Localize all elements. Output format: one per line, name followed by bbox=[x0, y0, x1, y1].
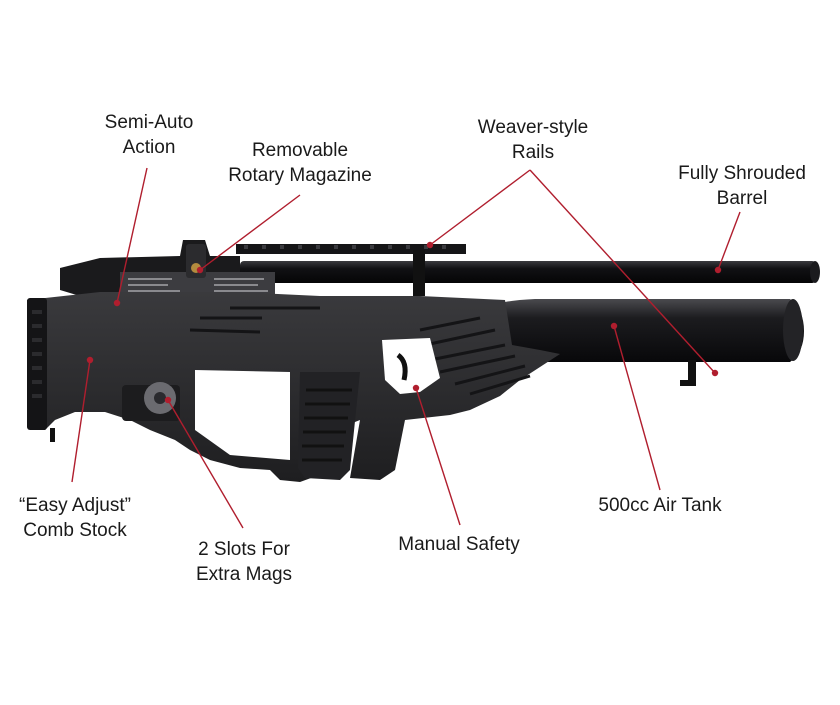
rail-notches bbox=[244, 245, 446, 249]
stock-body bbox=[27, 292, 560, 482]
callout-line-magazine bbox=[199, 194, 301, 271]
label-line: 2 Slots For bbox=[198, 539, 290, 560]
callout-line-semi-auto bbox=[116, 167, 148, 304]
callout-dot-rail bbox=[426, 241, 434, 249]
callout-line-tank bbox=[613, 325, 661, 491]
label-line: Rotary Magazine bbox=[228, 165, 372, 186]
label-line: Manual Safety bbox=[398, 534, 520, 555]
callout-dot-mag-slots bbox=[164, 396, 172, 404]
callout-line-rail bbox=[429, 169, 531, 246]
callout-dot-magazine bbox=[196, 266, 204, 274]
label-line: Barrel bbox=[716, 188, 768, 209]
weaver-rail bbox=[236, 244, 466, 254]
label-line: Removable bbox=[251, 140, 349, 161]
butt-pad bbox=[27, 298, 47, 430]
label-line: 500cc Air Tank bbox=[598, 495, 722, 516]
label-weaver-rails: Weaver-style Rails bbox=[478, 115, 589, 165]
engraved-text bbox=[128, 278, 268, 292]
callout-lines bbox=[71, 167, 741, 529]
callout-dot-tank bbox=[610, 322, 618, 330]
callout-dot-barrel bbox=[714, 266, 722, 274]
body-ribs bbox=[189, 306, 531, 396]
label-line: Weaver-style bbox=[477, 117, 589, 138]
sling-stud bbox=[50, 428, 55, 442]
extra-magazine-center bbox=[154, 392, 166, 404]
label-line: “Easy Adjust” bbox=[19, 495, 131, 516]
barrel-shroud bbox=[240, 261, 816, 283]
label-line: Semi-Auto bbox=[104, 112, 194, 133]
label-semi-auto-action: Semi-Auto Action bbox=[105, 110, 194, 160]
tank-bracket bbox=[688, 360, 696, 384]
label-line: Action bbox=[122, 137, 176, 158]
callout-dot-safety bbox=[412, 384, 420, 392]
callout-dot-semi-auto bbox=[113, 299, 121, 307]
callout-line-barrel bbox=[717, 211, 741, 271]
stock-cutout bbox=[195, 370, 290, 460]
rail-mount-post bbox=[413, 250, 425, 296]
callout-line-rail-2 bbox=[529, 169, 716, 374]
label-shrouded-barrel: Fully Shrouded Barrel bbox=[678, 161, 806, 211]
butt-pad-slots bbox=[32, 310, 42, 398]
barrel-muzzle bbox=[810, 261, 820, 283]
label-extra-mag-slots: 2 Slots For Extra Mags bbox=[196, 537, 292, 587]
label-line: Comb Stock bbox=[23, 520, 127, 541]
label-line: Fully Shrouded bbox=[678, 163, 806, 184]
label-line: Rails bbox=[511, 142, 555, 163]
grip-texture bbox=[302, 388, 352, 462]
tank-bracket-foot bbox=[680, 380, 696, 386]
callout-line-stock bbox=[71, 359, 91, 483]
pistol-grip bbox=[298, 372, 360, 480]
callout-dots bbox=[86, 241, 722, 404]
callout-dot-rail-2 bbox=[711, 369, 719, 377]
air-tank-end bbox=[783, 299, 803, 361]
label-comb-stock: “Easy Adjust” Comb Stock bbox=[19, 493, 131, 543]
callout-dot-stock bbox=[86, 356, 94, 364]
trigger bbox=[396, 352, 408, 381]
air-tank-cylinder bbox=[505, 299, 804, 362]
label-rotary-magazine: Removable Rotary Magazine bbox=[228, 138, 372, 188]
callout-line-mag-slots bbox=[167, 399, 244, 529]
label-air-tank: 500cc Air Tank bbox=[598, 493, 721, 518]
label-manual-safety: Manual Safety bbox=[398, 532, 519, 557]
trigger-guard-opening bbox=[382, 338, 440, 394]
callout-line-safety bbox=[415, 387, 461, 526]
label-line: Extra Mags bbox=[195, 564, 293, 585]
